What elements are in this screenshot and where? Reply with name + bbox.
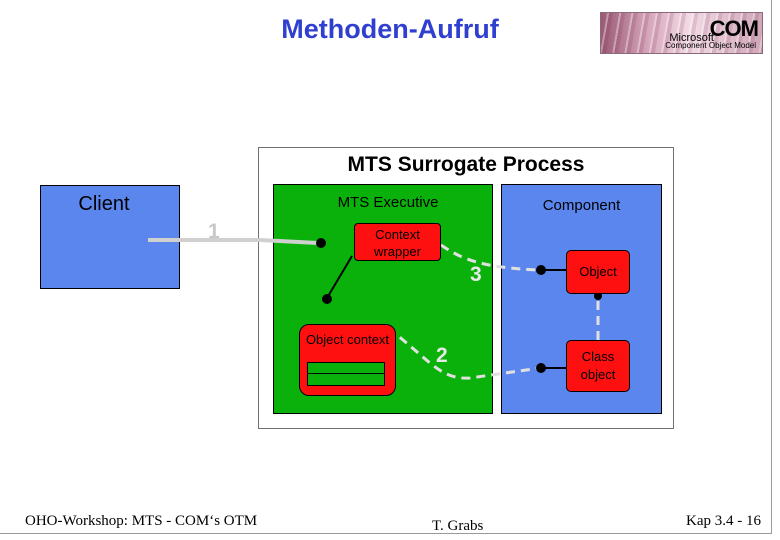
context-wrapper-box: Context wrapper xyxy=(354,223,441,261)
object-context-endpoint xyxy=(322,294,332,304)
surrogate-process-title: MTS Surrogate Process xyxy=(347,153,585,176)
object-bottom-endpoint xyxy=(594,292,602,300)
context-wrapper-endpoint xyxy=(316,238,326,248)
step-number-3: 3 xyxy=(470,263,482,286)
footer-author: T. Grabs xyxy=(432,518,484,534)
footer-page-number: Kap 3.4 - 16 xyxy=(686,513,761,529)
logo-com-word: COM xyxy=(709,16,759,41)
logo-subtitle: Component Object Model xyxy=(665,41,756,50)
object-box: Object xyxy=(566,250,630,294)
slide-title: Methoden-Aufruf xyxy=(281,14,499,44)
object-context-table-divider xyxy=(308,373,384,374)
step-number-1: 1 xyxy=(208,220,220,243)
wrapper-to-context-line xyxy=(326,255,353,299)
client-box xyxy=(40,185,180,289)
context-to-classobject-dashed xyxy=(387,326,541,380)
mts-executive-label: MTS Executive xyxy=(337,194,439,211)
logo-microsoft-word: Microsoft xyxy=(669,32,714,44)
logo-background-pattern xyxy=(601,13,762,53)
slide-frame xyxy=(0,0,772,534)
object-context-table xyxy=(307,362,385,386)
component-label: Component xyxy=(542,197,621,214)
client-call-arrow xyxy=(148,238,319,245)
object-label: Object xyxy=(579,264,617,279)
context-wrapper-label: Context wrapper xyxy=(374,227,421,259)
class-object-label: Class object xyxy=(580,349,616,382)
wrapper-to-object-dashed xyxy=(440,243,541,272)
class-object-box: Class object xyxy=(566,340,630,392)
microsoft-com-logo: Microsoft COM Component Object Model xyxy=(600,12,763,54)
footer-workshop: OHO-Workshop: MTS - COM‘s OTM xyxy=(25,513,258,529)
object-context-label: Object context xyxy=(305,332,390,347)
step-number-2: 2 xyxy=(436,344,448,367)
client-label: Client xyxy=(78,193,130,215)
